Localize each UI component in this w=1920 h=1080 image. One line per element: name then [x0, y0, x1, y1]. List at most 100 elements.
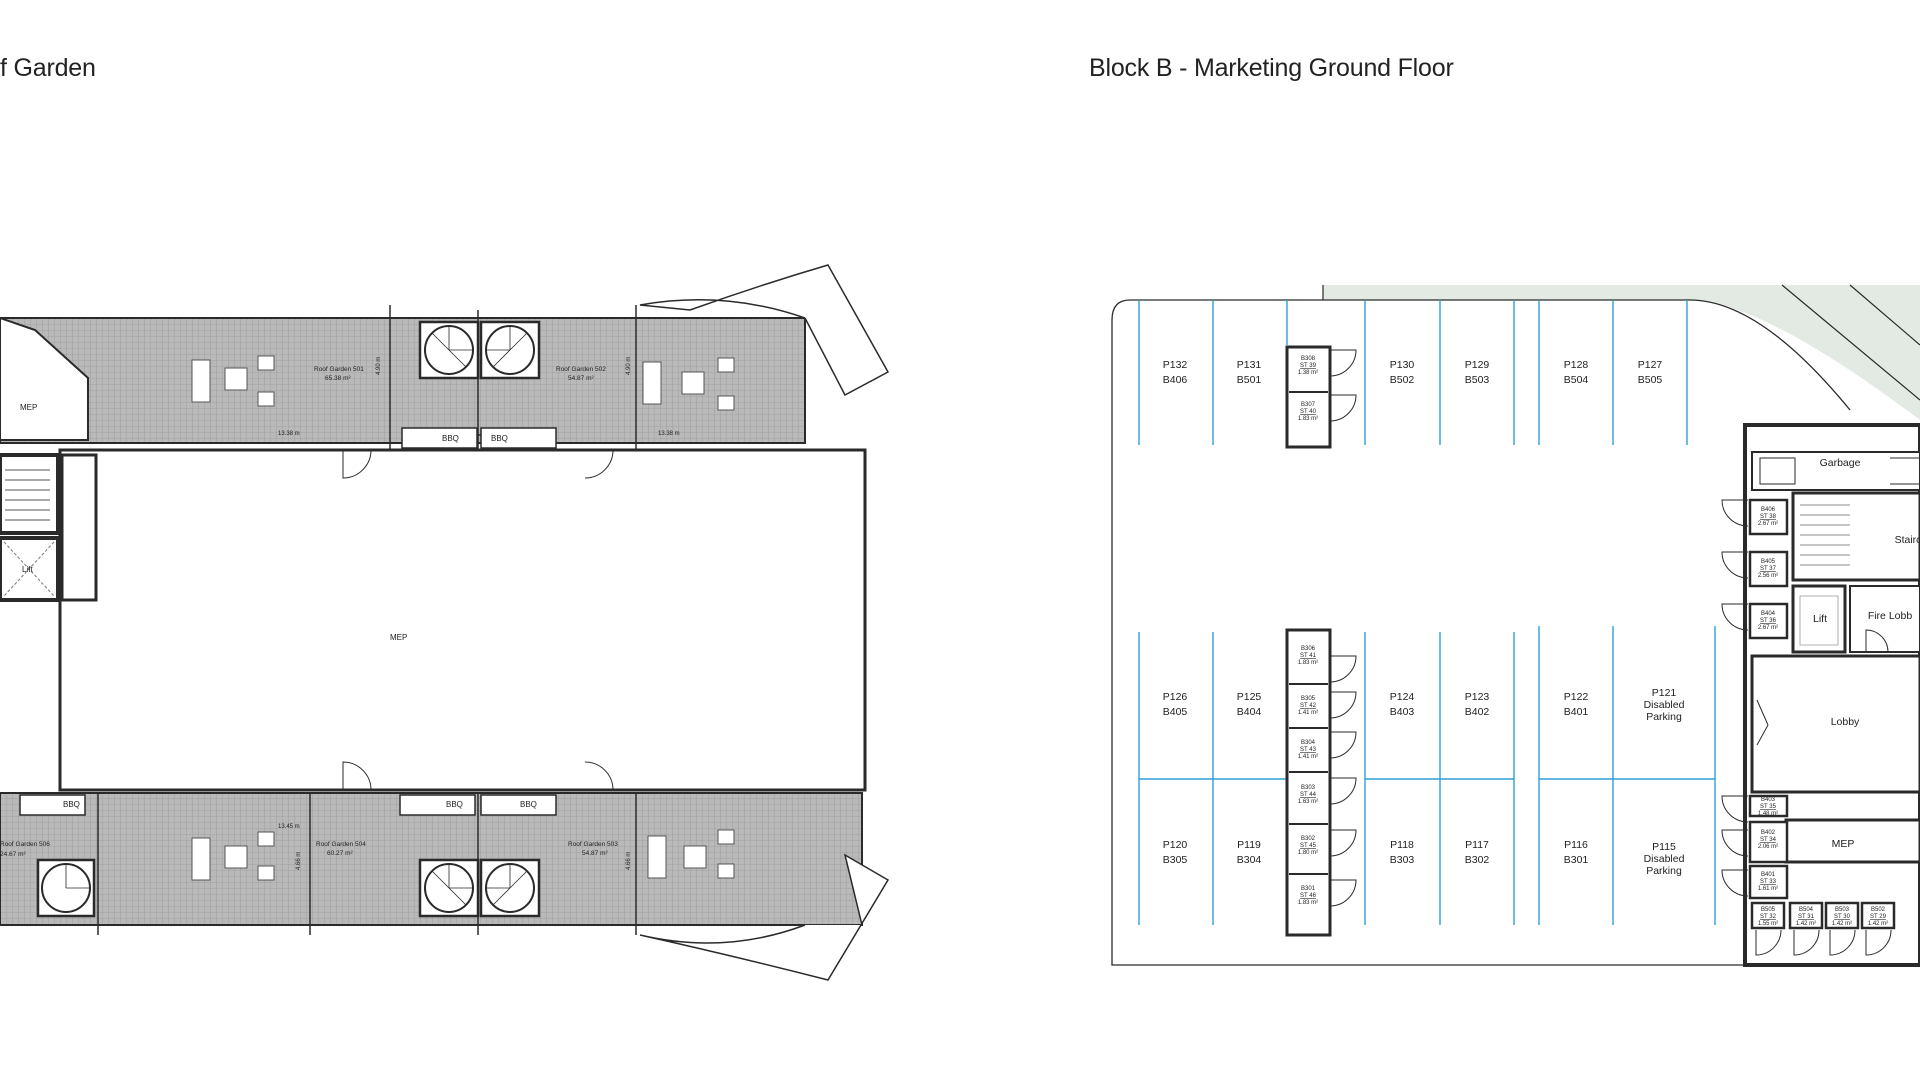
garden-501-area: 65.38 m² — [325, 375, 351, 382]
store-unit: B402 — [1761, 830, 1776, 836]
bay-label: P132 — [1163, 359, 1188, 371]
store-id: ST 33 — [1760, 879, 1777, 885]
bay-label: P126 — [1163, 691, 1188, 703]
bbq-counters — [19, 427, 557, 816]
top-divider-walls — [389, 305, 637, 450]
store-id: ST 36 — [1760, 618, 1777, 624]
store-unit: B305 — [1301, 696, 1316, 702]
store-area: 2.67 m² — [1758, 521, 1778, 527]
garden-furniture — [191, 355, 735, 881]
room-label-garbage: Garbage — [1820, 457, 1861, 469]
site-boundary — [1111, 299, 1920, 966]
room-label-lobby: Lobby — [1831, 716, 1860, 728]
store-unit: B503 — [1835, 907, 1850, 913]
bay-label: P124 — [1390, 691, 1415, 703]
bbq-label-3: BBQ — [63, 800, 80, 809]
left-plan-title: f Garden — [0, 54, 96, 82]
store-unit: B502 — [1871, 907, 1886, 913]
garden-504-area: 60.27 m² — [327, 850, 353, 857]
ground-floor-plan — [1111, 284, 1920, 967]
garden-506-area: 24.67 m² — [0, 851, 26, 858]
bay-label: P116 — [1564, 839, 1588, 851]
bay-unit-label: B406 — [1163, 374, 1188, 386]
store-id: ST 43 — [1300, 747, 1317, 753]
room-label-stairs: Stairc — [1895, 534, 1920, 546]
garden-503-area: 54.87 m² — [582, 850, 608, 857]
store-unit: B308 — [1301, 356, 1316, 362]
door-swings — [342, 449, 614, 791]
bbq-label-4: BBQ — [446, 800, 463, 809]
store-area: 1.48 m² — [1758, 811, 1778, 817]
store-area: 1.83 m² — [1298, 416, 1318, 422]
store-id: ST 45 — [1300, 843, 1317, 849]
store-area: 1.61 m² — [1758, 886, 1778, 892]
spiral-stairs-bottom — [36, 858, 541, 918]
store-unit: B307 — [1301, 402, 1316, 408]
store-area: 1.42 m² — [1796, 921, 1816, 927]
store-area: 1.63 m² — [1298, 799, 1318, 805]
store-unit: B302 — [1301, 836, 1316, 842]
bay-label: P119 — [1237, 839, 1261, 851]
store-area: 1.83 m² — [1298, 900, 1318, 906]
room-label-mep: MEP — [1832, 838, 1855, 850]
roof-garden-labels: MEP MEP Lift Roof Garden 501 65.38 m² Ro… — [0, 357, 680, 870]
bay-label: P118 — [1390, 839, 1414, 851]
store-unit: B306 — [1301, 646, 1316, 652]
core-store-rooms — [1748, 498, 1896, 930]
bay-unit-label: B401 — [1564, 706, 1589, 718]
bottom-divider-walls — [97, 793, 637, 935]
bay-unit-label-2: Parking — [1646, 865, 1682, 877]
lift-label: Lift — [22, 565, 33, 574]
garden-502-area: 54.87 m² — [568, 375, 594, 382]
bay-label: P120 — [1163, 839, 1188, 851]
central-mep-room — [58, 448, 867, 792]
garden-502-name: Roof Garden 502 — [556, 366, 606, 373]
store-area: 1.80 m² — [1298, 850, 1318, 856]
bay-unit-label: B301 — [1564, 854, 1589, 866]
bay-unit-label: Disabled — [1644, 699, 1685, 711]
dimension-7: 4.66 m — [626, 852, 632, 870]
garden-504-name: Roof Garden 504 — [316, 841, 366, 848]
bay-unit-label: B305 — [1163, 854, 1188, 866]
bay-label: P122 — [1564, 691, 1589, 703]
bay-label: P123 — [1465, 691, 1490, 703]
bay-unit-label: B504 — [1564, 374, 1589, 386]
bay-unit-label: B302 — [1465, 854, 1490, 866]
lift-cross — [3, 541, 55, 597]
store-area: 1.83 m² — [1298, 660, 1318, 666]
spiral-stairs-top — [418, 320, 541, 380]
store-unit: B401 — [1761, 872, 1776, 878]
mep-top-label: MEP — [20, 403, 37, 412]
store-id: ST 46 — [1300, 893, 1317, 899]
landscape-area — [1323, 285, 1920, 420]
store-unit: B404 — [1761, 611, 1776, 617]
stair-room — [1791, 491, 1920, 582]
stair-core — [0, 453, 60, 535]
bay-label: P130 — [1390, 359, 1415, 371]
bay-unit-label: B501 — [1237, 374, 1262, 386]
store-unit: B301 — [1301, 886, 1316, 892]
bay-label: P115 — [1652, 841, 1676, 853]
garden-503-name: Roof Garden 503 — [568, 841, 618, 848]
ground-floor-labels: P132 B406 P131 B501 P130 B502 P129 B503 … — [1163, 359, 1920, 877]
store-area: 1.41 m² — [1298, 754, 1318, 760]
core-door-swings — [1721, 499, 1892, 956]
mep-room-top-left — [0, 316, 89, 441]
storage-block-top — [1285, 345, 1332, 449]
store-id: ST 42 — [1300, 703, 1317, 709]
bay-label: P131 — [1237, 359, 1262, 371]
garden-501-name: Roof Garden 501 — [314, 366, 364, 373]
mep-room — [1784, 818, 1920, 864]
dimension-4: 13.38 m — [658, 431, 680, 437]
store-area: 1.42 m² — [1832, 921, 1852, 927]
bay-unit-label: B502 — [1390, 374, 1415, 386]
right-plan-title: Block B - Marketing Ground Floor — [1089, 54, 1454, 82]
bay-unit-label: B403 — [1390, 706, 1415, 718]
store-unit: B304 — [1301, 740, 1316, 746]
bay-unit-label-2: Parking — [1646, 711, 1682, 723]
bay-label: P125 — [1237, 691, 1262, 703]
roof-garden-plan — [0, 264, 890, 981]
store-area: 1.41 m² — [1298, 710, 1318, 716]
store-id: ST 32 — [1760, 914, 1777, 920]
store-unit: B403 — [1761, 797, 1776, 803]
